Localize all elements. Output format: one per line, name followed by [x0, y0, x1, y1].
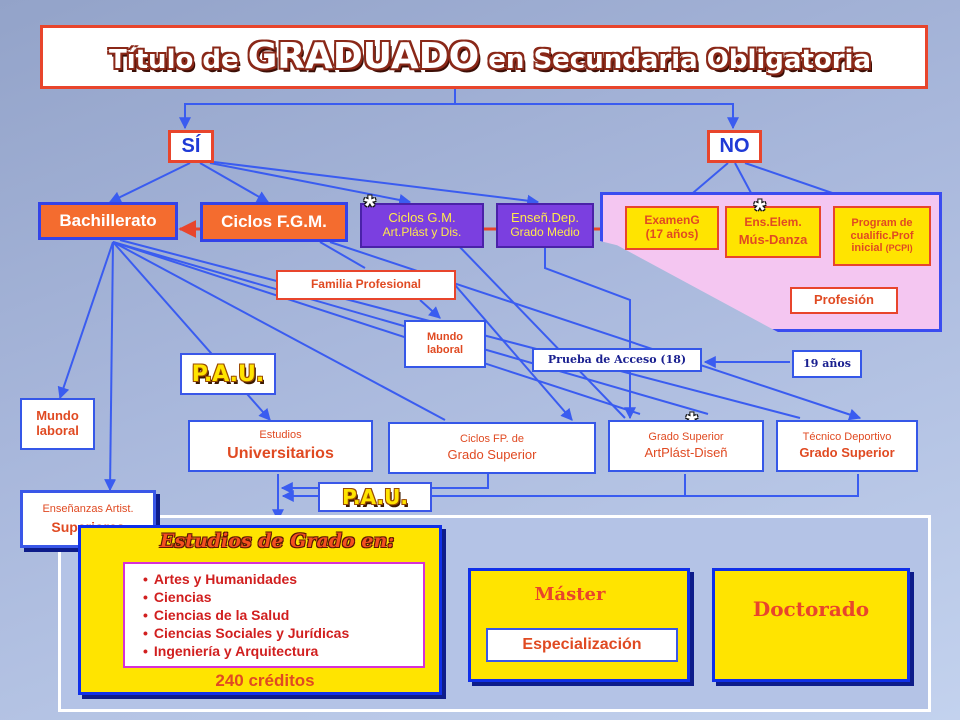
node-tecnico-line2: Grado Superior [799, 445, 895, 461]
node-mundo-laboral-mid: Mundo laboral [404, 320, 486, 368]
branch-si-label: SÍ [181, 135, 201, 157]
node-ciclos-fp: Ciclos FP. de Grado Superior [388, 422, 596, 474]
node-estudios-univ: Estudios Universitarios [188, 420, 373, 472]
node-program-line1: Program de [851, 217, 913, 230]
node-ensenanzas-line1: Enseñanzas Artist. [42, 503, 134, 516]
creditos-label: 240 créditos [150, 670, 380, 692]
node-familia: Familia Profesional [276, 270, 456, 300]
node-grado-sup-line2: ArtPlást-Diseñ [644, 445, 728, 461]
node-ensen-dep: Enseñ.Dep. Grado Medio [496, 203, 594, 248]
node-prueba-acceso-label: Prueba de Acceso (18) [547, 352, 687, 366]
node-examen: ExamenG (17 años) [625, 206, 719, 250]
title-part-1: Título de [108, 45, 248, 76]
list-item: Ingeniería y Arquitectura [143, 642, 423, 660]
node-ciclos-gm-line2: Art.Plást y Dis. [382, 225, 462, 240]
node-ensen-dep-line2: Grado Medio [510, 225, 580, 240]
node-ciclos-fgm: Ciclos F.G.M. [200, 202, 348, 242]
node-ciclos-fp-line1: Ciclos FP. de [460, 432, 524, 445]
node-tecnico-line1: Técnico Deportivo [802, 430, 892, 443]
node-examen-line2: (17 años) [645, 227, 699, 241]
list-item: Ciencias de la Salud [143, 606, 423, 624]
node-ens-elem-line2: Mús-Danza [738, 232, 808, 248]
node-estudios-univ-line2: Universitarios [227, 444, 334, 462]
doctorado-text: Doctorado [752, 596, 870, 621]
node-grado-sup-art: Grado Superior ArtPlást-Diseñ [608, 420, 764, 472]
node-estudios-univ-line1: Estudios [259, 428, 302, 441]
node-tecnico-deportivo: Técnico Deportivo Grado Superior [776, 420, 918, 472]
node-program-pcpi: (PCPI) [885, 243, 913, 254]
estudios-grado-title: Estudios de Grado en: [160, 530, 395, 552]
star-1: * [364, 190, 376, 223]
node-program-line2: cualific.Prof [850, 229, 914, 242]
master-box [468, 568, 690, 682]
node-profesion: Profesión [790, 287, 898, 314]
pau-2-label: P.A.U. [342, 485, 408, 509]
node-program-line3: inicial (PCPI) [851, 242, 912, 255]
node-familia-label: Familia Profesional [310, 277, 422, 292]
node-bachillerato: Bachillerato [38, 202, 178, 240]
node-diecinueve: 19 años [792, 350, 862, 378]
node-ensen-dep-line1: Enseñ.Dep. [511, 210, 579, 226]
title-part-3: en Secundaria Obligatoria [479, 45, 871, 76]
master-text: Máster [534, 583, 606, 605]
node-program-inicial: inicial [851, 242, 883, 255]
node-profesion-label: Profesión [814, 292, 874, 308]
node-ciclos-fgm-label: Ciclos F.G.M. [221, 212, 327, 232]
pau-badge-2: P.A.U. [318, 482, 432, 512]
title-part-2: GRADUADO [247, 36, 480, 78]
star-2: * [754, 194, 766, 227]
node-grado-sup-line1: Grado Superior [648, 430, 724, 443]
node-program: Program de cualific.Prof inicial (PCPI) [833, 206, 931, 266]
node-ens-elem-line1: Ens.Elem. [744, 214, 802, 229]
node-bachillerato-label: Bachillerato [59, 211, 157, 231]
doctorado-label: Doctorado [712, 594, 910, 624]
pau-badge-1: P.A.U. [180, 353, 276, 395]
branch-no: NO [707, 130, 762, 163]
node-mundo-laboral-mid-line2: laboral [426, 344, 464, 356]
pau-1-label: P.A.U. [191, 361, 265, 387]
branch-si: SÍ [168, 130, 214, 163]
node-mundo-laboral-left-line1: Mundo [36, 408, 79, 424]
node-ciclos-fp-line2: Grado Superior [447, 447, 537, 463]
node-mundo-laboral-left: Mundo laboral [20, 398, 95, 450]
node-ciclos-gm-line1: Ciclos G.M. [388, 210, 456, 226]
page-title: Título de GRADUADO en Secundaria Obligat… [40, 25, 928, 89]
especializacion-box: Especialización [486, 628, 678, 662]
node-prueba-acceso: Prueba de Acceso (18) [532, 348, 702, 372]
node-ciclos-gm: Ciclos G.M. Art.Plást y Dis. [360, 203, 484, 248]
master-label: Máster [520, 582, 620, 608]
branch-no-label: NO [719, 135, 750, 157]
list-item: Artes y Humanidades [143, 570, 423, 588]
asterisk-icon: * [364, 192, 376, 222]
node-ens-elem: Ens.Elem. Mús-Danza [725, 206, 821, 258]
list-item: Ciencias Sociales y Jurídicas [143, 624, 423, 642]
node-examen-line1: ExamenG [644, 213, 700, 228]
especializacion-text: Especialización [522, 635, 642, 653]
asterisk-icon: * [754, 196, 766, 226]
grado-areas-list: Artes y Humanidades Ciencias Ciencias de… [123, 562, 425, 668]
node-mundo-laboral-mid-line1: Mundo [426, 331, 464, 344]
node-diecinueve-label: 19 años [803, 356, 851, 370]
list-item: Ciencias [143, 588, 423, 606]
doctorado-box [712, 568, 910, 682]
node-mundo-laboral-left-line2: laboral [36, 423, 79, 438]
creditos-text: 240 créditos [215, 671, 315, 691]
